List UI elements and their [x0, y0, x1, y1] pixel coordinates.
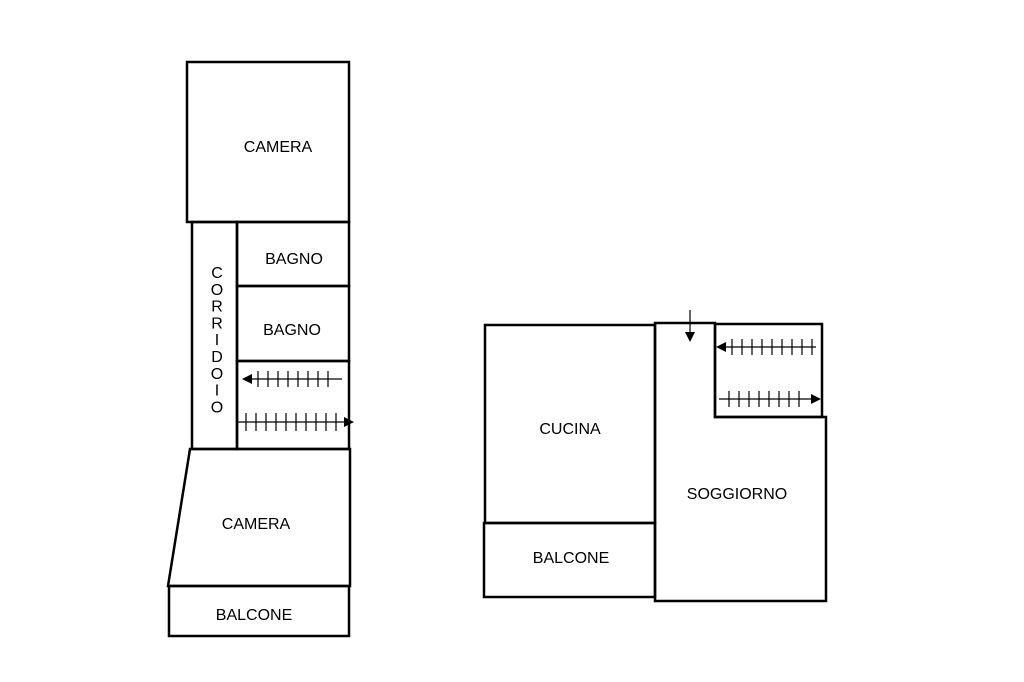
stair-arrow-icon [237, 413, 354, 431]
label-balcone-left: BALCONE [216, 607, 292, 624]
stair-arrow-icon [242, 371, 342, 387]
label-cucina: CUCINA [539, 421, 601, 438]
label-camera-top: CAMERA [244, 139, 313, 156]
room-soggiorno [653, 321, 828, 603]
stair-area-left [235, 359, 351, 451]
stair-area-right [713, 322, 824, 419]
room-balcone-left [167, 584, 351, 638]
label-camera-bottom: CAMERA [222, 516, 291, 533]
label-bagno-1: BAGNO [265, 251, 323, 268]
stair-arrow-icon [716, 339, 816, 355]
stair-arrow-icon [719, 391, 821, 407]
right-unit: CUCINA SOGGIORNO BALCONE [482, 310, 828, 603]
label-soggiorno: SOGGIORNO [687, 486, 787, 503]
label-balcone-right: BALCONE [533, 550, 609, 567]
label-bagno-2: BAGNO [263, 322, 321, 339]
entrance-arrow-icon [685, 310, 695, 342]
